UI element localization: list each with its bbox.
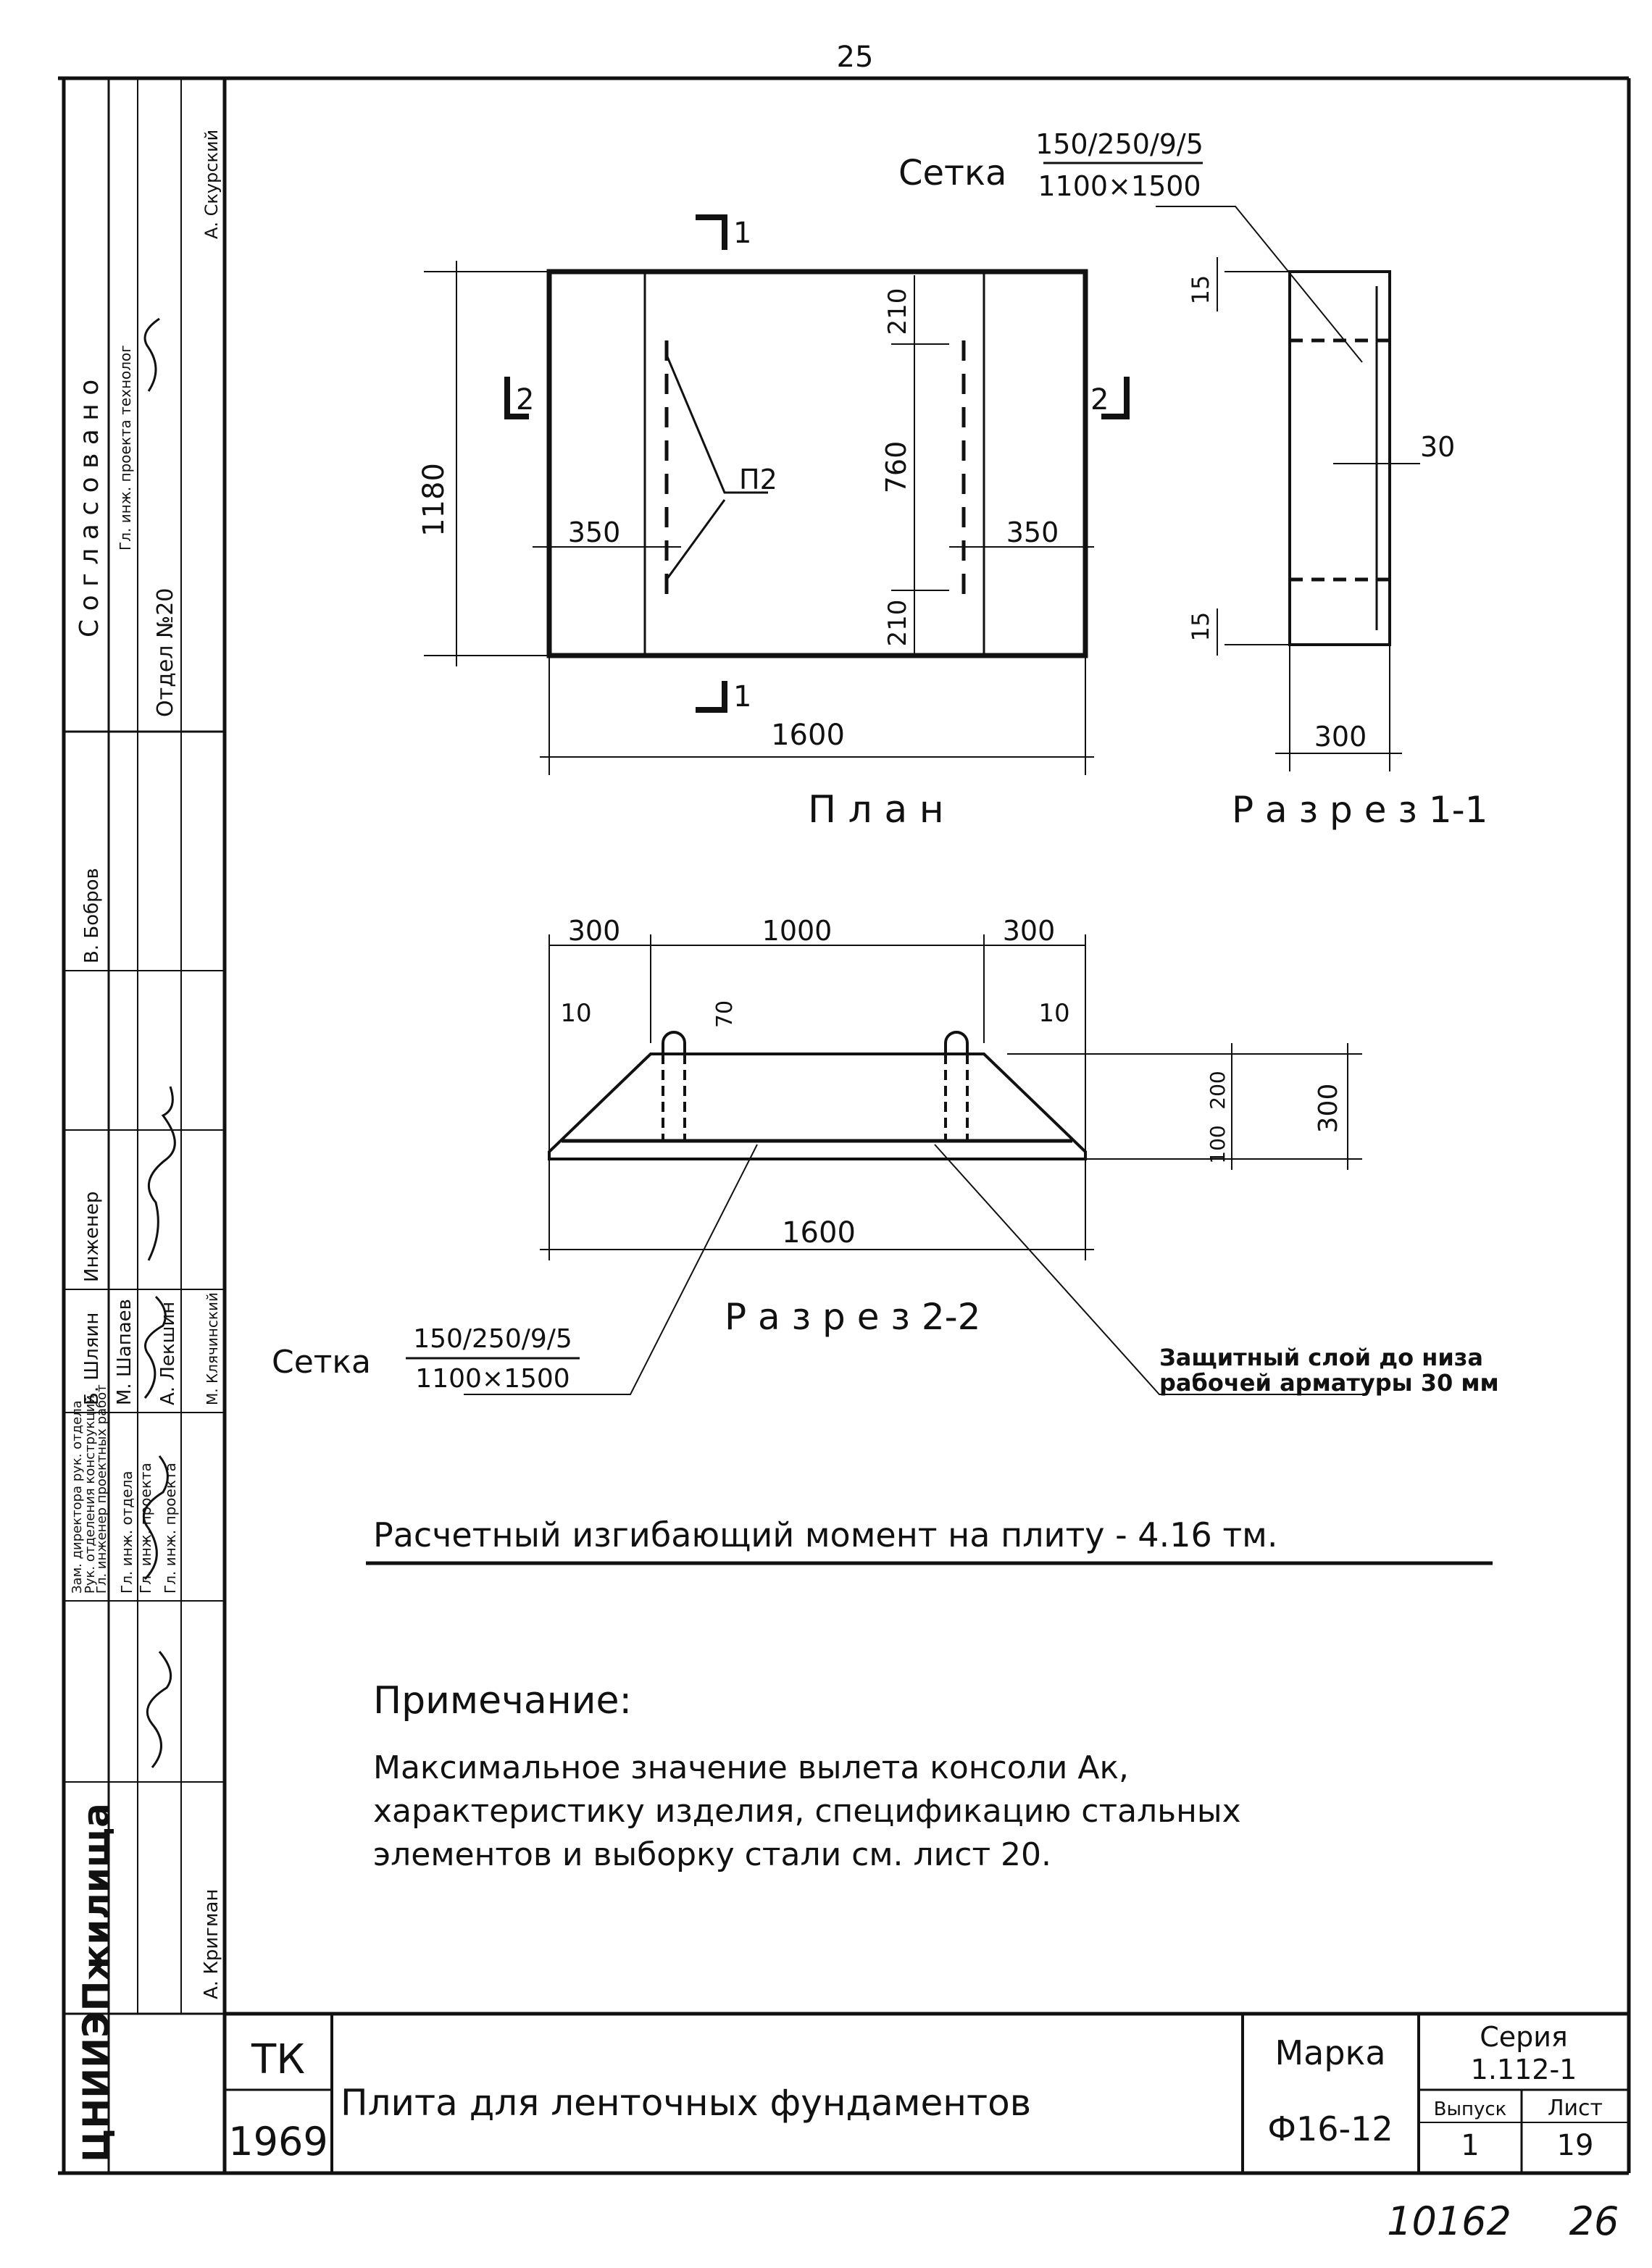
section1-dim-width: 300 xyxy=(1314,721,1367,753)
plan-dim-width: 1600 xyxy=(771,719,845,752)
section1-dim-cover: 30 xyxy=(1420,431,1455,463)
section2-dim-overall: 1600 xyxy=(782,1216,856,1250)
section1-dim-bottom: 15 xyxy=(1187,612,1214,642)
section2-outline xyxy=(548,1053,1087,1160)
sheet-frame xyxy=(58,76,1631,2175)
title-year: 1969 xyxy=(228,2119,328,2164)
title-block: ТК 1969 Плита для ленточных фундаментов … xyxy=(225,2012,1629,2173)
signature xyxy=(147,1086,176,1261)
stamp-role: Гл. инж. отдела xyxy=(118,1470,135,1594)
title-series-value: 1.112-1 xyxy=(1471,2054,1577,2085)
stamp-name: А. Кригман xyxy=(201,1889,222,1999)
signature xyxy=(142,1455,169,1581)
stamp-role: Зам. директора рук. отдела xyxy=(70,1400,85,1594)
stamp-org: ЦНИИЭПжилища xyxy=(75,1803,117,2162)
footer-page-ref: 26 xyxy=(1569,2198,1619,2244)
title-mark-label: Марка xyxy=(1275,2033,1385,2072)
section2-mesh-den: 1100×1500 xyxy=(415,1364,570,1394)
stamp-agreed-role: Гл. инж. проекта технолог xyxy=(117,345,134,551)
title-sheet-value: 19 xyxy=(1557,2129,1594,2162)
section2-dim-height: 300 xyxy=(1314,1084,1343,1134)
title-mark-value: Ф16-12 xyxy=(1267,2109,1393,2148)
section2-mesh-num: 150/250/9/5 xyxy=(413,1324,572,1354)
signature xyxy=(143,1295,167,1399)
section2-dim-thick-high: 200 xyxy=(1206,1071,1230,1109)
cover-note-line-1: Защитный слой до низа xyxy=(1159,1344,1483,1371)
stamp-engineer-role: Инженер xyxy=(81,1192,103,1282)
notes: Расчетный изгибающий момент на плиту - 4… xyxy=(366,1515,1493,1873)
section2-dim-middle: 1000 xyxy=(762,915,833,947)
title-issue-value: 1 xyxy=(1461,2129,1479,2162)
signature xyxy=(146,1651,172,1768)
section2-dim-right-edge: 10 xyxy=(1038,999,1069,1028)
note-line-2: характеристику изделия, спецификацию ста… xyxy=(373,1793,1241,1830)
stamp-agreed-name: А. Скурский xyxy=(201,130,222,239)
stamp-role: Гл. инж. проекта xyxy=(162,1463,179,1594)
stamp-role: Гл. инж. проекта xyxy=(137,1463,154,1594)
bending-moment-text: Расчетный изгибающий момент на плиту - 4… xyxy=(373,1515,1277,1554)
section1-dim-top: 15 xyxy=(1187,275,1214,305)
section2-dim-left-edge: 10 xyxy=(560,999,591,1028)
stamp-name: А. Лекшин xyxy=(157,1302,179,1405)
title-series-label: Серия xyxy=(1480,2021,1568,2053)
section2-dim-thick-low: 100 xyxy=(1206,1125,1230,1163)
section-2-2: 300 1000 300 10 10 70 100 200 300 1600 Р… xyxy=(272,915,1499,1397)
plan-dim-left-strip: 350 xyxy=(568,516,621,548)
section2-dim-right: 300 xyxy=(1003,915,1056,947)
note-line-3: элементов и выборку стали см. лист 20. xyxy=(373,1836,1051,1873)
section1-mesh-den: 1100×1500 xyxy=(1038,170,1201,202)
plan-outline xyxy=(546,269,1088,658)
plan-dim-right-strip: 350 xyxy=(1006,516,1059,548)
page-number: 25 xyxy=(837,41,874,74)
section2-dim-loop: 70 xyxy=(712,1000,738,1028)
stamp-name: Б. Шляин xyxy=(81,1313,103,1405)
section-mark-2-right: 2 xyxy=(1090,383,1109,417)
section-mark-1-top: 1 xyxy=(733,217,751,250)
section1-mesh-num: 150/250/9/5 xyxy=(1035,128,1203,160)
stamp-role: Гл. инженер проектных работ xyxy=(94,1384,109,1594)
section1-title: Р а з р е з 1-1 xyxy=(1232,789,1488,831)
section2-dim-left: 300 xyxy=(568,915,621,947)
stamp-agreed-header: С о г л а с о в а н о xyxy=(75,380,104,637)
plan-dim-bottom: 210 xyxy=(883,600,912,647)
note-line-1: Максимальное значение вылета консоли Aк, xyxy=(373,1749,1129,1786)
section-mark-1-bottom: 1 xyxy=(733,680,751,714)
note-heading: Примечание: xyxy=(373,1679,632,1723)
section-mark-2-left: 2 xyxy=(516,383,534,417)
title-code: ТК xyxy=(251,2036,305,2083)
title-issue-label: Выпуск xyxy=(1434,2098,1507,2120)
cover-note-line-2: рабочей арматуры 30 мм xyxy=(1159,1369,1499,1397)
stamp-dept: Отдел №20 xyxy=(153,588,178,717)
section2-mesh-label: Сетка xyxy=(272,1344,371,1381)
title-sheet-label: Лист xyxy=(1548,2096,1603,2121)
stamp-name: М. Шапаев xyxy=(114,1299,135,1405)
stamp-name: М. Клячинский xyxy=(204,1292,221,1405)
footer-doc-number: 10162 xyxy=(1387,2198,1511,2244)
section2-title: Р а з р е з 2-2 xyxy=(725,1296,981,1338)
signature xyxy=(143,317,160,392)
section-1-1: Сетка 150/250/9/5 1100×1500 30 15 15 300… xyxy=(898,128,1488,831)
plan-dim-height: 1180 xyxy=(417,463,451,537)
section1-mesh-label: Сетка xyxy=(898,153,1006,193)
side-stamp: ЦНИИЭПжилища С о г л а с о в а н о Отдел… xyxy=(64,78,225,2173)
plan-dim-top: 210 xyxy=(883,288,912,335)
stamp-role: Рук. отделения конструкций xyxy=(83,1395,98,1594)
stamp-engineer-name: В. Бобров xyxy=(81,868,103,963)
section1-outline xyxy=(1288,270,1391,646)
plan-title: П л а н xyxy=(808,788,944,832)
plan-dim-middle: 760 xyxy=(880,441,912,494)
plan-view: П2 1600 1180 350 350 210 760 210 1 1 2 2… xyxy=(417,214,1130,832)
plan-loop-label: П2 xyxy=(739,464,777,495)
title-name: Плита для ленточных фундаментов xyxy=(341,2082,1031,2124)
